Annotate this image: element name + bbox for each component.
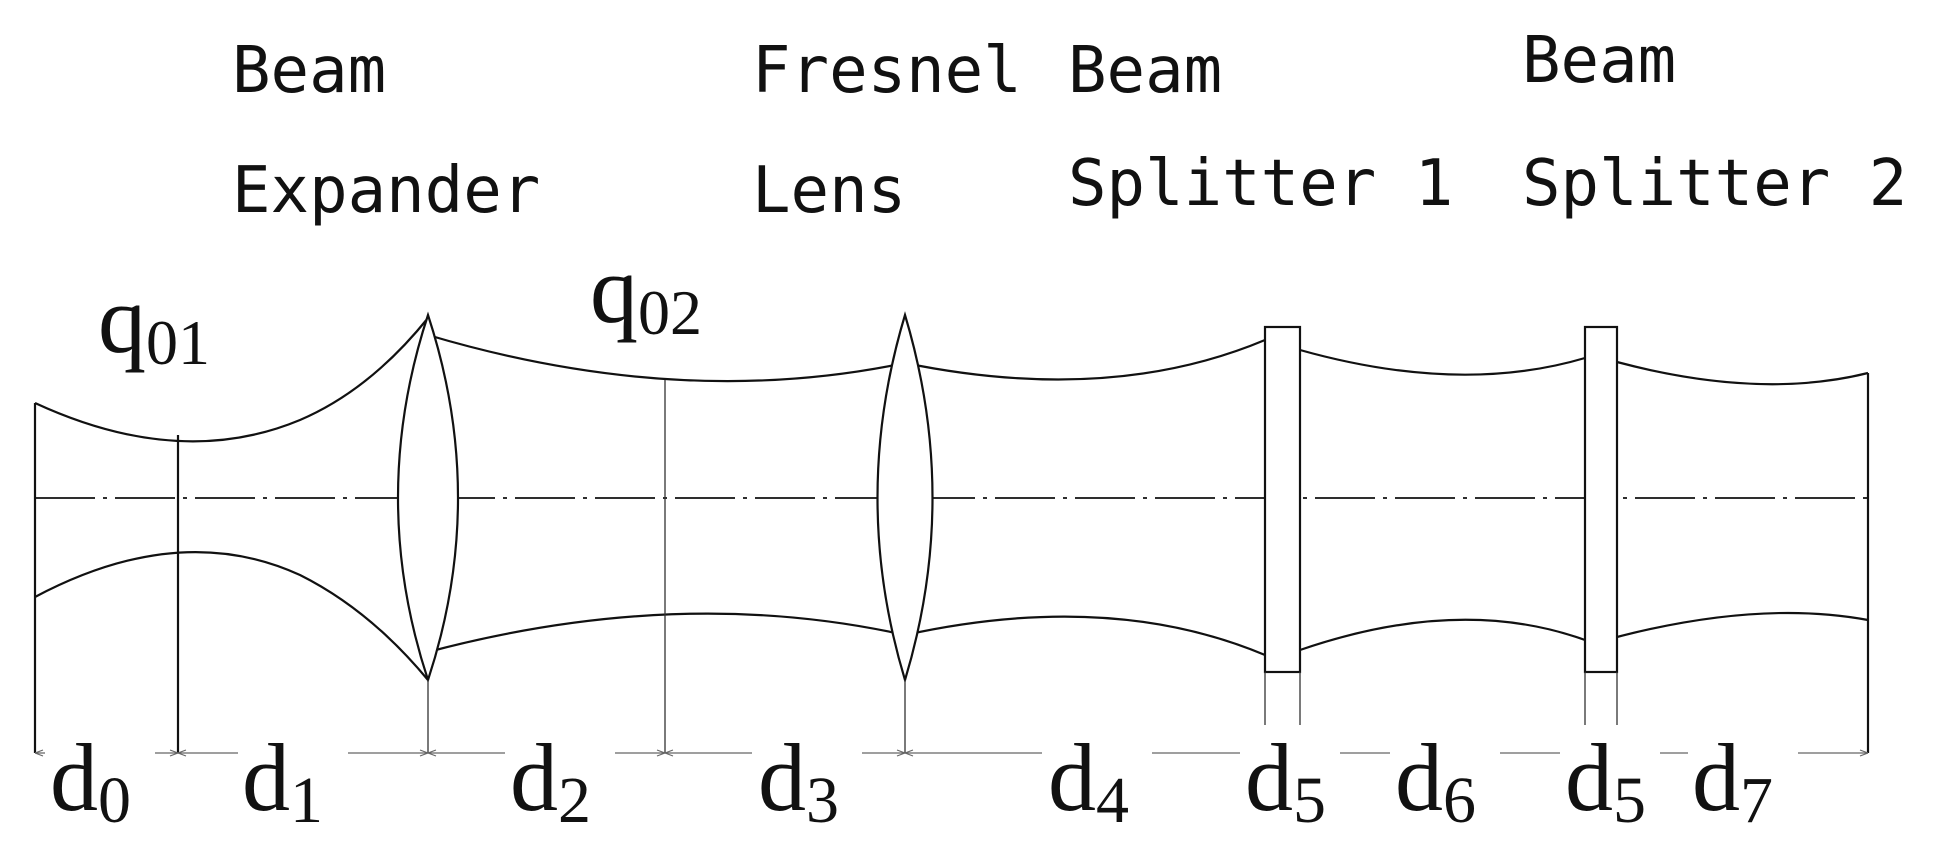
distance-label-d6-sub: 6 xyxy=(1443,764,1476,837)
distance-label-d3: d3 xyxy=(758,724,839,837)
beam-splitter-1-label-line2: Splitter 1 xyxy=(1068,147,1453,221)
beam-upper-segment-1 xyxy=(34,317,429,443)
d1-label-backing xyxy=(238,725,348,780)
distance-label-d4-sub: 4 xyxy=(1096,764,1129,837)
distance-label-d1-main: d xyxy=(242,724,290,831)
distance-label-d7-main: d xyxy=(1692,724,1740,831)
distance-label-d0-main: d xyxy=(50,724,98,831)
beam-splitter-2-label-line1: Beam xyxy=(1522,24,1676,98)
distance-label-d1: d1 xyxy=(242,724,323,837)
beam-lower-segment-4 xyxy=(1299,618,1586,652)
d3-label-backing xyxy=(752,725,862,780)
beam-envelope xyxy=(33,317,1870,753)
waist-label-q02-main: q xyxy=(590,236,638,343)
beam-upper-segment-4 xyxy=(1299,348,1586,376)
beam-lower-segment-5 xyxy=(1616,611,1869,639)
distance-label-d5-second-main: d xyxy=(1565,724,1613,831)
fresnel-lens-label-line1: Fresnel xyxy=(752,34,1022,108)
d0-label-backing xyxy=(45,725,155,780)
waist-label-q01-main: q xyxy=(98,266,146,373)
beam-lower-segment-2 xyxy=(427,612,906,654)
d5a-label-backing xyxy=(1240,725,1340,780)
distance-label-d6-main: d xyxy=(1395,724,1443,831)
beam-expander-lens xyxy=(396,311,460,753)
distance-label-d5-first-sub: 5 xyxy=(1293,764,1326,837)
beam-splitter-1-element xyxy=(1263,325,1302,753)
distance-label-d2-main: d xyxy=(510,724,558,831)
waist-label-q01: q01 xyxy=(98,266,210,378)
waist-label-q01-sub: 01 xyxy=(146,307,210,378)
distance-label-d3-main: d xyxy=(758,724,806,831)
distance-label-d5-first-main: d xyxy=(1245,724,1293,831)
distance-label-d2: d2 xyxy=(510,724,591,837)
waist-label-q02: q02 xyxy=(590,236,702,348)
distance-label-d4: d4 xyxy=(1048,724,1129,837)
beam-expander-label-line2: Expander xyxy=(232,154,540,228)
distance-label-d1-sub: 1 xyxy=(290,764,323,837)
distance-label-d6: d6 xyxy=(1395,724,1476,837)
distance-label-d0-sub: 0 xyxy=(98,764,131,837)
beam-upper-segment-5 xyxy=(1616,360,1869,386)
distance-label-d7: d7 xyxy=(1692,724,1773,837)
fresnel-lens-label-line2: Lens xyxy=(752,154,906,228)
beam-lower-segment-3 xyxy=(904,615,1266,657)
beam-splitter-1-label-line1: Beam xyxy=(1068,34,1222,108)
distance-label-d2-sub: 2 xyxy=(558,764,591,837)
beam-upper-segment-2 xyxy=(427,333,906,383)
d4-label-backing xyxy=(1042,725,1152,780)
distance-label-d4-main: d xyxy=(1048,724,1096,831)
distance-label-d5-first: d5 xyxy=(1245,724,1326,837)
distance-label-d0: d0 xyxy=(50,724,131,837)
d5b-label-backing xyxy=(1560,725,1660,780)
beam-upper-segment-3 xyxy=(904,338,1266,381)
beam-splitter-2-element xyxy=(1583,325,1619,753)
fresnel-lens-element xyxy=(876,311,934,753)
beam-expander-label-line1: Beam xyxy=(232,34,386,108)
beam-splitter-2-plate xyxy=(1583,325,1619,674)
d7-label-backing xyxy=(1688,725,1798,780)
fresnel-lens-shape xyxy=(876,311,934,684)
distance-label-d7-sub: 7 xyxy=(1740,764,1773,837)
d2-label-backing xyxy=(505,725,615,780)
beam-splitter-1-plate xyxy=(1263,325,1302,674)
beam-splitter-2-label-line2: Splitter 2 xyxy=(1522,147,1907,221)
waist-label-q02-sub: 02 xyxy=(638,277,702,348)
distance-labels: d0 d1 d2 d3 d4 d5 d6 d5 d7 xyxy=(45,724,1798,837)
distance-label-d5-second: d5 xyxy=(1565,724,1646,837)
d6-label-backing xyxy=(1390,725,1500,780)
beam-expander-lens-shape xyxy=(396,311,460,684)
distance-label-d5-second-sub: 5 xyxy=(1613,764,1646,837)
distance-label-d3-sub: 3 xyxy=(806,764,839,837)
beam-lower-segment-1 xyxy=(34,550,429,681)
